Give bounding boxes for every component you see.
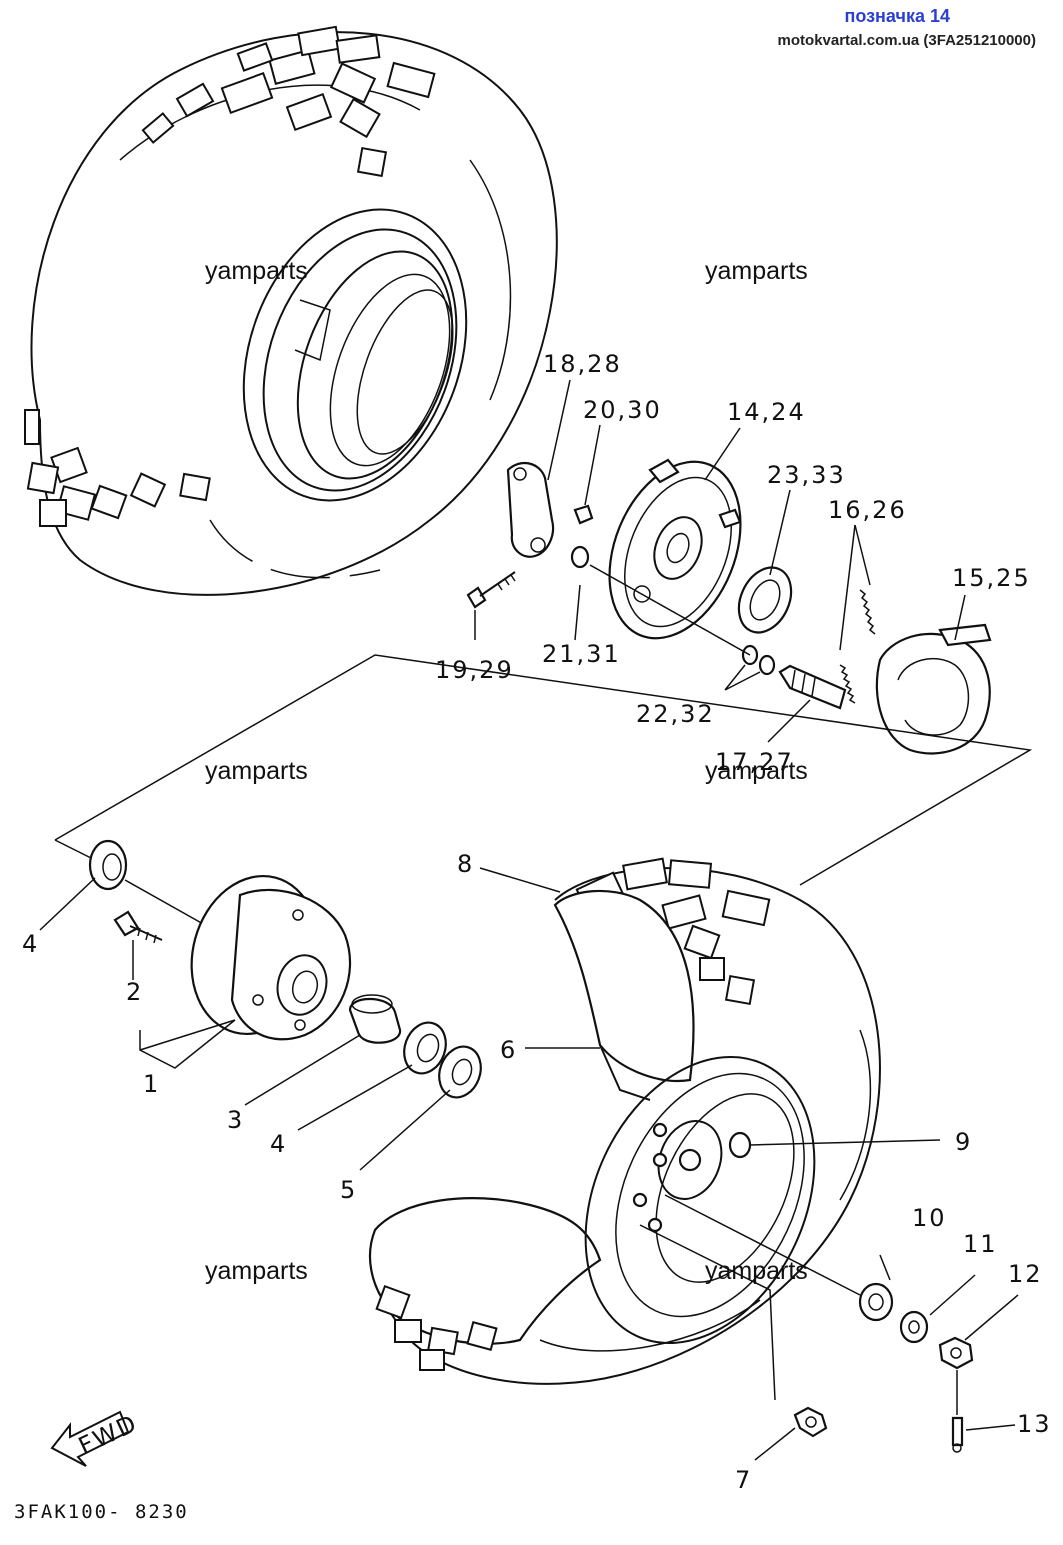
- fwd-label: FWD: [74, 1409, 142, 1461]
- upper-leader-lines: [474, 379, 966, 743]
- brake-cam-lever: [506, 461, 555, 558]
- callout-12: 12: [1008, 1260, 1043, 1288]
- oil-seal-23: [737, 566, 793, 634]
- callout-14-24: 14,24: [727, 398, 806, 426]
- callout-17-27: 17,27: [715, 748, 794, 776]
- callout-8: 8: [457, 850, 474, 878]
- fwd-arrow: FWD: [50, 1409, 142, 1467]
- watermark: yamparts: [705, 257, 808, 285]
- callout-21-31: 21,31: [542, 640, 621, 668]
- watermark: yamparts: [205, 1257, 308, 1285]
- spacer-3: [348, 994, 402, 1044]
- callout-19-29: 19,29: [435, 656, 514, 684]
- lower-tread-blocks: [575, 857, 771, 1006]
- lower-tire-8: [368, 857, 881, 1385]
- bearing-4-lower: [403, 1021, 447, 1075]
- callout-23-33: 23,33: [767, 461, 846, 489]
- cotter-pin-13: [951, 1416, 964, 1453]
- collar-5: [438, 1045, 482, 1099]
- upper-rim: [242, 208, 468, 502]
- lower-tread-blocks-left: [375, 1284, 498, 1371]
- callout-11: 11: [963, 1230, 998, 1258]
- callout-4-lower: 4: [270, 1130, 287, 1158]
- washer-20: [573, 504, 594, 525]
- assembly-boundary: [54, 654, 1033, 886]
- bolt-2: [113, 910, 163, 944]
- nut-7: [793, 1406, 828, 1438]
- callout-4-upper: 4: [22, 930, 39, 958]
- brake-panel-14: [608, 458, 742, 640]
- upper-tread-blocks-left: [24, 409, 211, 527]
- callout-20-30: 20,30: [583, 396, 662, 424]
- watermark: yamparts: [205, 757, 308, 785]
- watermarks: yamparts yamparts yamparts yamparts yamp…: [205, 257, 808, 1285]
- springs-16: [839, 589, 876, 704]
- bearing-4-upper: [88, 839, 128, 891]
- clip-21: [570, 545, 590, 569]
- hub-axis-line: [124, 879, 206, 926]
- cam-shaft-17: [778, 664, 847, 710]
- washer-11: [899, 1310, 929, 1344]
- callout-13: 13: [1017, 1410, 1052, 1438]
- watermark: yamparts: [705, 1257, 808, 1285]
- washer-10: [858, 1282, 894, 1322]
- callout-1: 1: [143, 1070, 160, 1098]
- lower-rim-6: [584, 1055, 816, 1345]
- callout-6: 6: [500, 1036, 517, 1064]
- lower-leader-lines: [39, 867, 1019, 1461]
- callout-5: 5: [340, 1176, 357, 1204]
- castle-nut-12: [938, 1336, 974, 1370]
- callout-16-26: 16,26: [828, 496, 907, 524]
- header-title: позначка 14: [844, 6, 950, 26]
- callout-3: 3: [227, 1106, 244, 1134]
- upper-tire: [24, 25, 558, 596]
- callout-10: 10: [912, 1204, 947, 1232]
- callout-22-32: 22,32: [636, 700, 715, 728]
- callout-9: 9: [955, 1128, 972, 1156]
- header-source: motokvartal.com.ua (3FA251210000): [778, 32, 1036, 49]
- drawing-code: 3FAK100- 8230: [14, 1501, 189, 1523]
- callout-18-28: 18,28: [543, 350, 622, 378]
- brake-shoes-15: [875, 623, 992, 755]
- washers-22: [741, 644, 776, 676]
- valve-9: [728, 1131, 752, 1159]
- callout-7: 7: [735, 1466, 752, 1494]
- callout-15-25: 15,25: [952, 564, 1031, 592]
- bolt-19: [466, 571, 516, 609]
- watermark: yamparts: [205, 257, 308, 285]
- upper-tread-blocks: [141, 25, 436, 178]
- watermark: yamparts: [705, 757, 808, 785]
- callout-labels: 18,28 20,30 14,24 23,33 16,26 15,25 21,3…: [22, 350, 1052, 1494]
- callout-2: 2: [126, 978, 143, 1006]
- wheel-hub-1: [190, 874, 352, 1041]
